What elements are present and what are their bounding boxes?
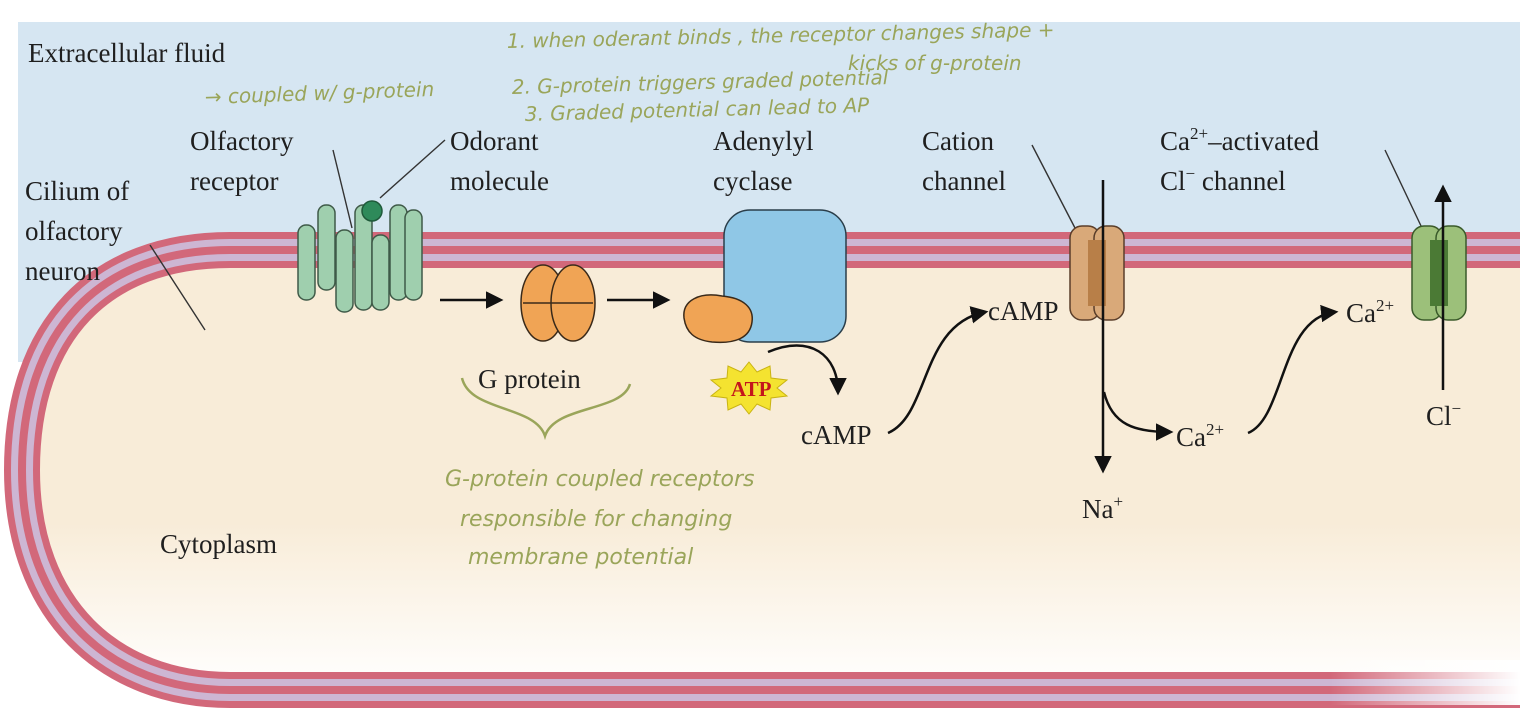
cl-channel [1411,225,1467,321]
cl-channel-label-1: Ca2+–activated [1160,124,1320,156]
cation-channel-label-1: Cation [922,126,994,156]
annotation-gpcr-3: membrane potential [468,545,693,570]
atp-star [709,361,789,415]
g-protein [520,264,596,342]
odorant-label-2: molecule [450,166,549,196]
cytoplasm-label: Cytoplasm [160,529,277,559]
cilium-label-3: neuron [25,256,100,286]
cation-channel-label-2: channel [922,166,1006,196]
na-ion-label: Na+ [1082,492,1123,524]
odorant-molecule [361,200,383,222]
olfactory-receptor-label-1: Olfactory [190,126,294,156]
annotation-step1-cont: kicks of g-protein [848,51,1022,75]
cl-channel-label-2: Cl− channel [1160,164,1286,196]
annotation-gpcr-2: responsible for changing [460,507,732,532]
cilium-label-1: Cilium of [25,176,129,206]
ca-ion-label-1: Ca2+ [1176,420,1224,452]
annotation-brace [460,377,632,441]
cl-ion-label: Cl− [1426,399,1461,431]
cation-channel [1069,225,1125,321]
adenylyl-cyclase [683,209,847,344]
adenylyl-label-2: cyclase [713,166,792,196]
leader-lines [149,139,1423,331]
adenylyl-label-1: Adenylyl [713,126,814,156]
curved-arrows [767,304,1339,441]
g-protein-label: G protein [478,364,581,394]
ca-ion-label-2: Ca2+ [1346,296,1394,328]
camp-label-1: cAMP [801,420,872,450]
olfactory-receptor [297,204,423,313]
cilium-label-2: olfactory [25,216,123,246]
extracellular-label: Extracellular fluid [28,38,226,68]
atp-label: ATP [731,377,772,401]
annotation-gpcr-1: G-protein coupled receptors [445,467,755,492]
cilium-membrane [3,232,1520,708]
odorant-label-1: Odorant [450,126,539,156]
camp-label-2: cAMP [988,296,1059,326]
olfactory-receptor-label-2: receptor [190,166,278,196]
